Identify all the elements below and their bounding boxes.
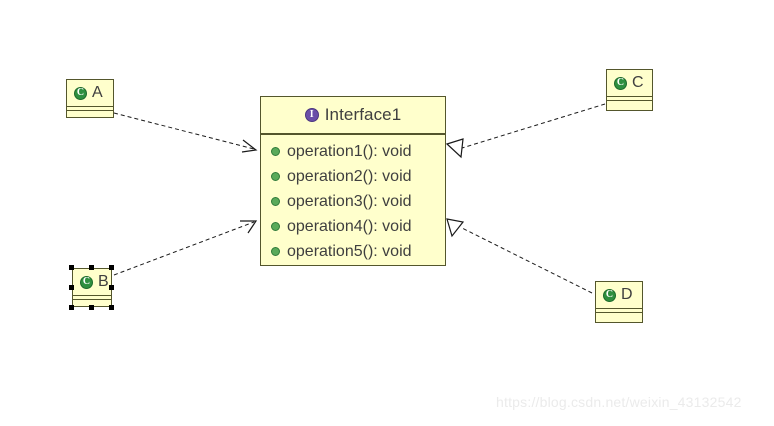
operation-label: operation3(): void (287, 192, 412, 210)
class-label: B (98, 273, 109, 290)
class-node-d[interactable]: C D (595, 281, 643, 323)
selection-handle-e[interactable] (109, 285, 114, 290)
selection-handle-n[interactable] (89, 265, 94, 270)
class-label: C (632, 74, 644, 91)
interface-title: Interface1 (324, 105, 402, 124)
connector-line (113, 112, 255, 150)
open-arrow-icon (240, 220, 258, 234)
operation-bullet-icon (271, 172, 280, 181)
selection-handle-ne[interactable] (109, 265, 114, 270)
selection-handle-w[interactable] (69, 285, 74, 290)
class-label: A (92, 84, 103, 101)
operation-label: operation5(): void (287, 242, 412, 260)
connector-line (113, 221, 255, 276)
class-node-c[interactable]: C C (606, 69, 653, 111)
selection-handle-nw[interactable] (69, 265, 74, 270)
interface-icon: I (304, 108, 319, 122)
operation-label: operation4(): void (287, 217, 412, 235)
connector-d-to-interface1[interactable] (446, 218, 593, 294)
operation-row[interactable]: operation5(): void (261, 239, 445, 264)
open-arrow-icon (241, 139, 258, 153)
selection-handle-s[interactable] (89, 305, 94, 310)
class-icon: C (80, 275, 93, 289)
operation-bullet-icon (271, 247, 280, 256)
connector-b-to-interface1[interactable] (113, 220, 258, 276)
class-name-row: C D (596, 282, 642, 308)
operation-bullet-icon (271, 197, 280, 206)
class-icon: C (603, 288, 616, 302)
class-node-b[interactable]: C B (72, 268, 112, 307)
class-name-row: C C (607, 70, 652, 96)
operation-row[interactable]: operation1(): void (261, 139, 445, 164)
operation-label: operation1(): void (287, 142, 412, 160)
class-attributes-compartment (607, 96, 652, 100)
connector-c-to-interface1[interactable] (445, 103, 606, 159)
class-label: D (621, 286, 633, 303)
class-operations-compartment (596, 312, 642, 316)
class-attributes-compartment (596, 308, 642, 312)
class-operations-compartment (607, 100, 652, 104)
class-attributes-compartment (67, 106, 113, 110)
hollow-triangle-icon (446, 218, 465, 238)
class-node-a[interactable]: C A (66, 79, 114, 118)
connector-line (461, 227, 593, 294)
interface-operations-list: operation1(): void operation2(): void op… (261, 134, 445, 269)
class-name-row: C B (73, 269, 111, 295)
class-operations-compartment (67, 110, 113, 114)
operation-row[interactable]: operation4(): void (261, 214, 445, 239)
operation-row[interactable]: operation3(): void (261, 189, 445, 214)
hollow-triangle-icon (445, 138, 464, 159)
selection-handle-se[interactable] (109, 305, 114, 310)
class-icon: C (74, 86, 87, 100)
watermark-text: https://blog.csdn.net/weixin_43132542 (496, 394, 742, 410)
operation-bullet-icon (271, 147, 280, 156)
class-operations-compartment (73, 299, 111, 303)
selection-handle-sw[interactable] (69, 305, 74, 310)
connector-line (461, 103, 606, 149)
interface-node-interface1[interactable]: I Interface1 operation1(): void operatio… (260, 96, 446, 266)
operation-label: operation2(): void (287, 167, 412, 185)
class-icon: C (614, 76, 627, 90)
interface-header: I Interface1 (261, 97, 445, 134)
class-name-row: C A (67, 80, 113, 106)
operation-row[interactable]: operation2(): void (261, 164, 445, 189)
connector-a-to-interface1[interactable] (113, 112, 258, 153)
operation-bullet-icon (271, 222, 280, 231)
class-attributes-compartment (73, 295, 111, 299)
